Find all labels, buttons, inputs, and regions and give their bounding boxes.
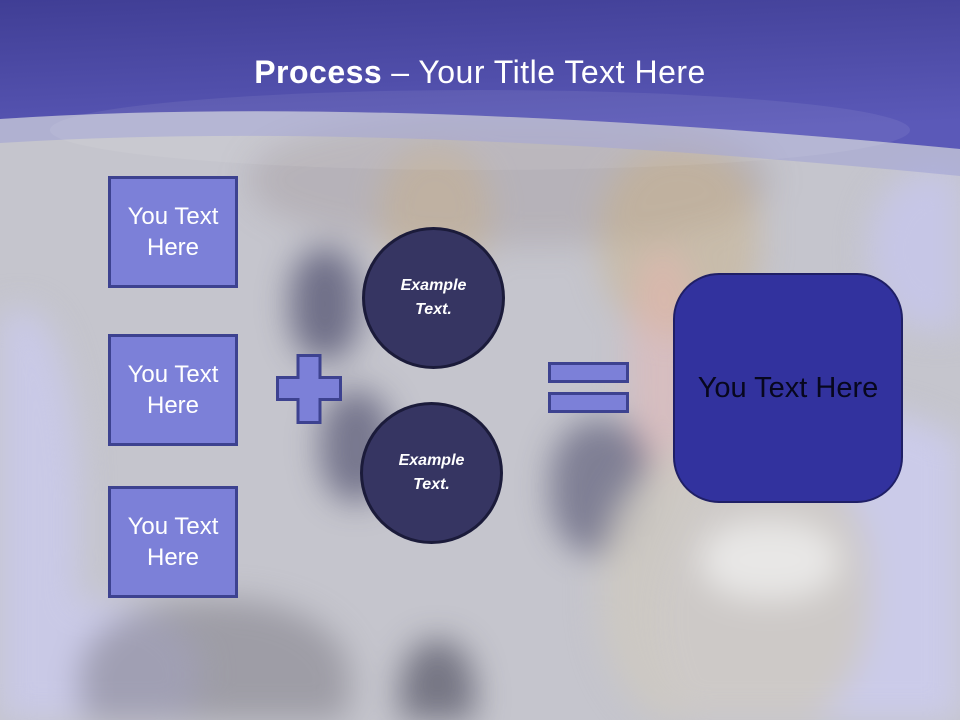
photo-region: [80, 600, 350, 720]
example-circle-2: Example Text.: [360, 402, 503, 544]
plus-icon: [276, 354, 342, 424]
input-box-1: You Text Here: [108, 176, 238, 288]
result-box: You Text Here: [673, 273, 903, 503]
photo-region: [700, 520, 840, 600]
result-box-label: You Text Here: [697, 371, 879, 404]
input-box-2: You Text Here: [108, 334, 238, 446]
equals-icon: [548, 362, 629, 413]
input-box-3: You Text Here: [108, 486, 238, 598]
example-circle-1: Example Text.: [362, 227, 505, 369]
example-circle-label: Example Text.: [400, 277, 467, 318]
title-emphasis: Process: [254, 54, 383, 90]
photo-region: [400, 640, 475, 720]
input-box-label: You Text Here: [127, 512, 219, 571]
input-box-label: You Text Here: [127, 202, 219, 261]
input-box-label: You Text Here: [127, 360, 219, 419]
title-rest: – Your Title Text Here: [391, 54, 706, 90]
page-title: Process– Your Title Text Here: [0, 54, 960, 91]
equals-bar: [548, 392, 629, 413]
header-curve: [0, 0, 960, 176]
example-circle-label: Example Text.: [398, 452, 465, 493]
photo-region: [290, 248, 360, 360]
equals-bar: [548, 362, 629, 383]
